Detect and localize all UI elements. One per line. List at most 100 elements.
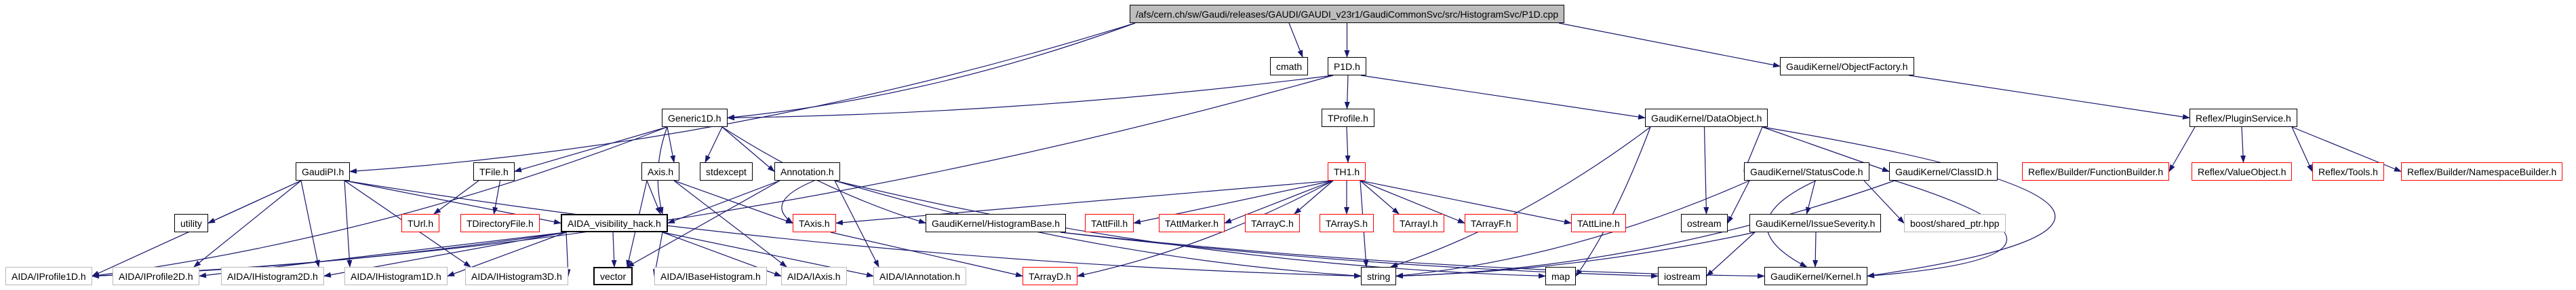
edge-statuscode-sharedptr <box>1863 180 1905 224</box>
node-ihistogram2d[interactable]: AIDA/IHistogram2D.h <box>221 267 324 285</box>
edge-annotation-taxis <box>781 180 815 224</box>
edge-generic1d-annotation <box>721 126 775 173</box>
node-valueobject[interactable]: Reflex/ValueObject.h <box>2192 162 2293 181</box>
edge-tprofile-th1 <box>1345 126 1351 163</box>
edge-th1-tattline <box>1360 180 1572 225</box>
node-issueseverity[interactable]: GaudiKernel/IssueSeverity.h <box>1749 214 1882 232</box>
edge-root-gaudipi <box>349 22 1136 174</box>
edges-group <box>92 22 2402 279</box>
node-tarrayd[interactable]: TArrayD.h <box>1023 267 1077 285</box>
node-objectfactory[interactable]: GaudiKernel/ObjectFactory.h <box>1780 57 1914 75</box>
edge-issueseverity-iostream <box>1706 232 1756 277</box>
edge-annotation-vector <box>627 180 780 268</box>
node-iostream[interactable]: iostream <box>1658 267 1707 285</box>
node-ostream[interactable]: ostream <box>1681 214 1728 232</box>
edge-classid-kernel <box>1867 180 2007 278</box>
edge-axis-aidahack <box>646 180 661 215</box>
node-tattmarker[interactable]: TAttMarker.h <box>1159 214 1225 232</box>
node-tattfill[interactable]: TAttFill.h <box>1085 214 1134 232</box>
edge-tfile-tdirectoryfile <box>492 180 501 215</box>
node-vector[interactable]: vector <box>593 267 633 285</box>
node-annotation[interactable]: Annotation.h <box>774 162 840 181</box>
edge-tfile-turl <box>433 180 479 215</box>
edge-generic1d-histogrambase <box>721 126 926 224</box>
node-reflextools[interactable]: Reflex/Tools.h <box>2312 162 2384 181</box>
edge-root-objectfactory <box>1558 22 1781 68</box>
node-dataobject[interactable]: GaudiKernel/DataObject.h <box>1645 109 1768 127</box>
node-iprofile2d[interactable]: AIDA/IProfile2D.h <box>113 267 199 285</box>
node-cmath[interactable]: cmath <box>1270 57 1309 75</box>
node-ibasehistogram[interactable]: AIDA/IBaseHistogram.h <box>654 267 767 285</box>
node-p1dh[interactable]: P1D.h <box>1328 57 1366 75</box>
node-utility[interactable]: utility <box>174 214 208 232</box>
node-string[interactable]: string <box>1361 267 1397 285</box>
node-kernel[interactable]: GaudiKernel/Kernel.h <box>1764 267 1867 285</box>
edge-generic1d-tfile <box>514 126 668 173</box>
edge-root-generic1d <box>727 22 1136 120</box>
edge-gaudipi-ihistogram2d <box>300 180 320 268</box>
node-tprofile[interactable]: TProfile.h <box>1322 109 1374 127</box>
edge-aidahack-ihistogram1d <box>447 232 567 277</box>
edge-p1dh-dataobject <box>1360 75 1646 120</box>
node-turl[interactable]: TUrl.h <box>401 214 440 232</box>
node-ihistogram3d[interactable]: AIDA/IHistogram3D.h <box>465 267 568 285</box>
node-ihistogram1d[interactable]: AIDA/IHistogram1D.h <box>344 267 448 285</box>
node-sharedptr[interactable]: boost/shared_ptr.hpp <box>1904 214 2006 232</box>
edge-annotation-string <box>834 180 1362 278</box>
edge-th1-tarrayi <box>1360 180 1400 215</box>
edge-gaudipi-string <box>344 180 1362 279</box>
node-gaudipi[interactable]: GaudiPI.h <box>296 162 351 181</box>
node-tarrayc[interactable]: TArrayC.h <box>1245 214 1300 232</box>
node-map[interactable]: map <box>1545 267 1577 285</box>
edge-statuscode-string <box>1395 180 1750 278</box>
edge-aidahack-iaxis <box>662 232 782 277</box>
node-taxis[interactable]: TAxis.h <box>793 214 836 232</box>
edge-dataobject-kernel <box>1762 126 2056 278</box>
node-tfile[interactable]: TFile.h <box>473 162 515 181</box>
node-tarrayf[interactable]: TArrayF.h <box>1465 214 1518 232</box>
edge-gaudipi-iprofile2d <box>193 180 302 268</box>
node-th1[interactable]: TH1.h <box>1328 162 1366 181</box>
node-root[interactable]: /afs/cern.ch/sw/Gaudi/releases/GAUDI/GAU… <box>1130 5 1565 23</box>
node-iprofile1d[interactable]: AIDA/IProfile1D.h <box>5 267 92 285</box>
node-functionbuilder[interactable]: Reflex/Builder/FunctionBuilder.h <box>2022 162 2170 181</box>
node-histogrambase[interactable]: GaudiKernel/HistogramBase.h <box>926 214 1067 232</box>
node-iannotation[interactable]: AIDA/IAnnotation.h <box>873 267 967 285</box>
node-tdirectoryfile[interactable]: TDirectoryFile.h <box>460 214 540 232</box>
edge-annotation-iannotation <box>834 180 879 268</box>
node-stdexcept[interactable]: stdexcept <box>700 162 753 181</box>
edge-pluginservice-functionbuilder <box>2168 126 2196 173</box>
edge-generic1d-iprofile1d <box>92 126 668 278</box>
edge-pluginservice-reflextools <box>2291 126 2313 173</box>
edge-generic1d-axis <box>667 126 676 163</box>
node-statuscode[interactable]: GaudiKernel/StatusCode.h <box>1744 162 1869 181</box>
node-pluginservice[interactable]: Reflex/PluginService.h <box>2189 109 2297 127</box>
node-classid[interactable]: GaudiKernel/ClassID.h <box>1889 162 1998 181</box>
edge-axis-iaxis <box>673 180 787 268</box>
edge-generic1d-stdexcept <box>705 126 723 163</box>
edge-taxis-tarrayd <box>830 232 1023 278</box>
edge-root-cmath <box>1288 22 1303 58</box>
edge-pluginservice-valueobject <box>2240 126 2246 163</box>
node-iaxis[interactable]: AIDA/IAxis.h <box>781 267 847 285</box>
edge-gaudipi-ihistogram1d <box>344 180 353 268</box>
node-tattline[interactable]: TAttLine.h <box>1571 214 1626 232</box>
node-axis[interactable]: Axis.h <box>641 162 680 181</box>
node-namespacebuilder[interactable]: Reflex/Builder/NamespaceBuilder.h <box>2401 162 2563 181</box>
edge-dataobject-map <box>1575 126 1651 277</box>
node-tarrays[interactable]: TArrayS.h <box>1320 214 1374 232</box>
edge-statuscode-issueseverity <box>1806 180 1816 215</box>
edge-dataobject-string <box>1390 126 1651 268</box>
edge-th1-tattmarker <box>1224 180 1334 224</box>
edge-dataobject-ostream <box>1703 126 1709 215</box>
edge-th1-tarrayf <box>1360 180 1465 224</box>
node-generic1d[interactable]: Generic1D.h <box>662 109 728 127</box>
node-tarrayi[interactable]: TArrayI.h <box>1393 214 1444 232</box>
edge-th1-tarrayc <box>1294 180 1334 215</box>
node-aidahack[interactable]: AIDA_visibility_hack.h <box>561 214 668 232</box>
edge-annotation-map <box>834 180 1546 279</box>
edge-statuscode-ostream <box>1727 180 1750 224</box>
edge-objectfactory-pluginservice <box>1908 75 2190 120</box>
